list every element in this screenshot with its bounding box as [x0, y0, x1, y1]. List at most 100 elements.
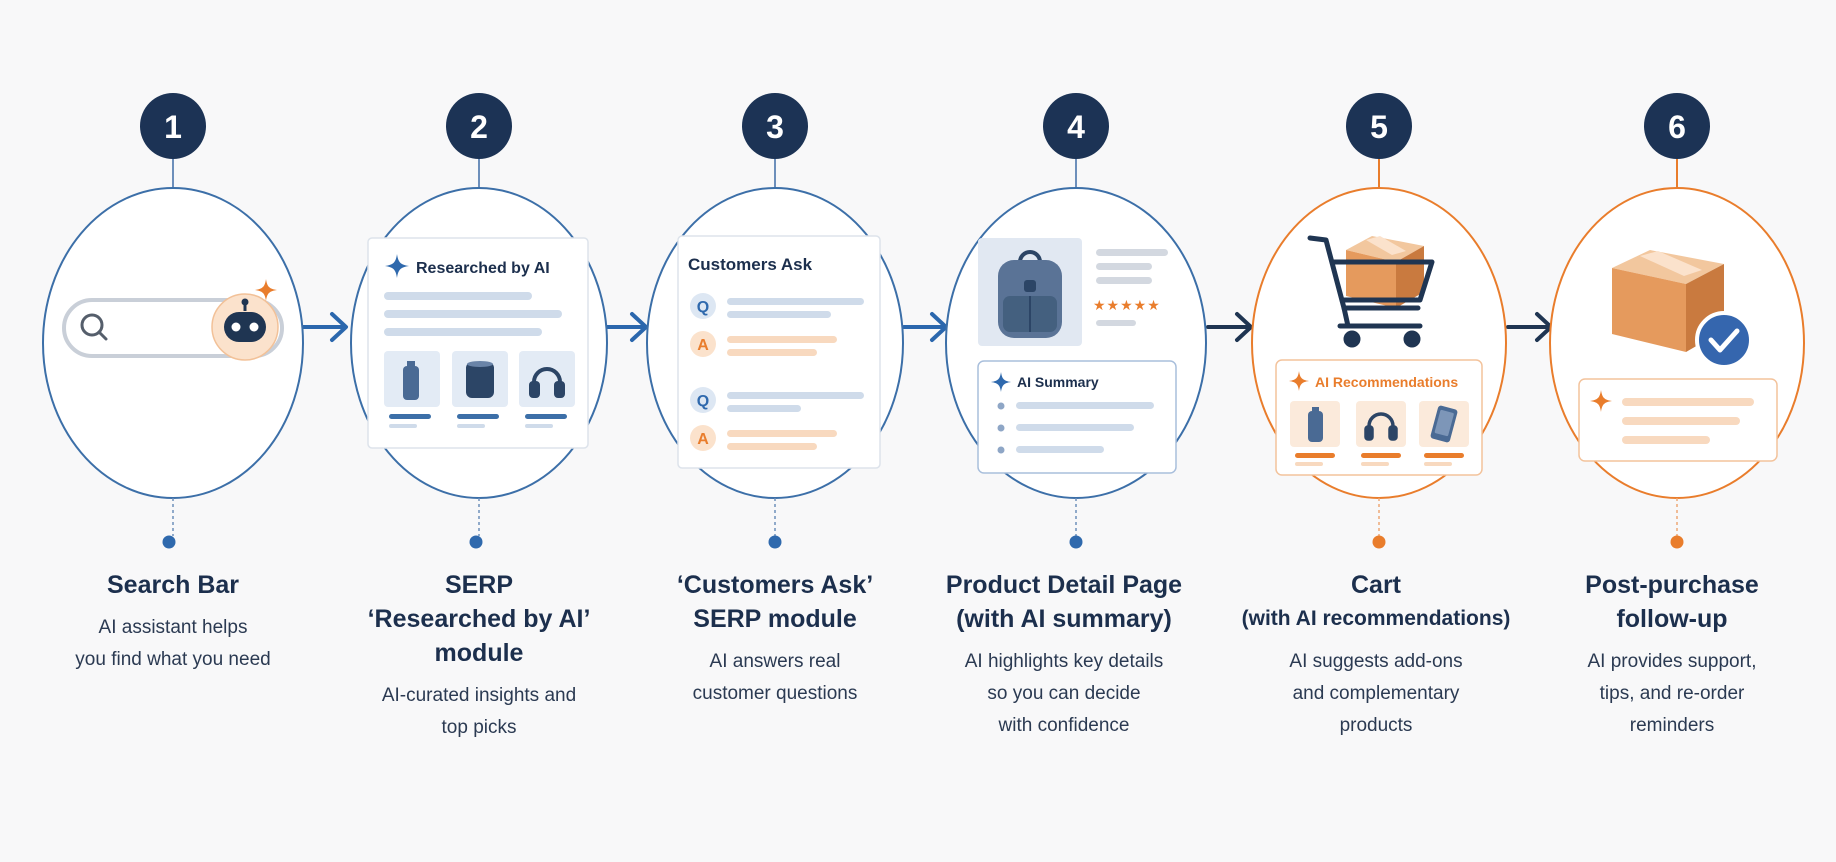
step-4-caption: Product Detail Page (with AI summary) AI…	[914, 568, 1214, 742]
step-number-badge	[1346, 93, 1412, 159]
description-line: top picks	[441, 717, 517, 738]
step-number-badge	[446, 93, 512, 159]
arrow-2-3	[602, 312, 648, 342]
step-title: Post-purchase follow-up	[1522, 568, 1822, 636]
step-description: AI assistant helps you find what you nee…	[23, 612, 323, 676]
checkmark-icon	[1695, 311, 1753, 369]
customers-ask-card: Customers Ask Q A Q A	[677, 235, 881, 469]
step-number-badge	[1644, 93, 1710, 159]
step-title-line: follow-up	[1616, 605, 1728, 633]
box-icon	[1346, 236, 1424, 308]
step-title: ‘Customers Ask’ SERP module	[625, 568, 925, 636]
description-line: and complementary	[1292, 683, 1460, 704]
step-number-badge	[742, 93, 808, 159]
step-number: 3	[766, 109, 784, 145]
description-line: reminders	[1629, 715, 1715, 736]
step-number: 2	[470, 109, 488, 145]
description-line: AI answers real	[709, 651, 841, 672]
step-2-caption: SERP ‘Researched by AI’ module AI-curate…	[329, 568, 629, 744]
description-line: customer questions	[692, 683, 858, 704]
description-line: with confidence	[998, 715, 1130, 736]
description-line: AI assistant helps	[98, 617, 248, 638]
module-label: Customers Ask	[688, 255, 813, 274]
step-number: 5	[1370, 109, 1388, 145]
headphones-icon	[1364, 412, 1398, 441]
step-title: SERP ‘Researched by AI’ module	[329, 568, 629, 670]
step-6: 6	[1549, 93, 1805, 549]
step-2: 2 Researched by AI	[350, 93, 608, 549]
step-5: 5 AI Recommendations	[1251, 93, 1507, 549]
step-3-caption: ‘Customers Ask’ SERP module AI answers r…	[625, 568, 925, 710]
timeline-dot	[768, 535, 782, 549]
step-number-badge	[140, 93, 206, 159]
headphones-icon	[529, 367, 565, 398]
step-number: 1	[164, 109, 182, 145]
q-badge: Q	[697, 393, 709, 410]
arrow-4-5	[1206, 312, 1253, 342]
description-line: products	[1339, 715, 1413, 736]
description-line: so you can decide	[987, 683, 1141, 704]
step-number-badge	[1043, 93, 1109, 159]
description-line: AI suggests add-ons	[1289, 651, 1463, 672]
step-title: Product Detail Page (with AI summary)	[914, 568, 1214, 636]
arrow-3-4	[902, 312, 948, 342]
q-badge: Q	[697, 299, 709, 316]
step-description: AI answers real customer questions	[625, 646, 925, 710]
step-description: AI-curated insights and top picks	[329, 680, 629, 744]
timeline-dot	[469, 535, 483, 549]
step-title-line: ‘Researched by AI’	[367, 605, 591, 633]
timeline-dot	[1670, 535, 1684, 549]
step-title-line: module	[434, 639, 524, 667]
step-number: 6	[1668, 109, 1686, 145]
step-description: AI provides support, tips, and re-order …	[1522, 646, 1822, 742]
description-line: tips, and re-order	[1599, 683, 1745, 704]
step-1: 1	[42, 93, 304, 549]
timeline-dot	[1069, 535, 1083, 549]
step-6-caption: Post-purchase follow-up AI provides supp…	[1522, 568, 1822, 742]
bottle-icon	[1308, 407, 1323, 442]
description-line: AI highlights key details	[964, 651, 1164, 672]
step-title-line: Search Bar	[106, 571, 240, 599]
description-line: you find what you need	[75, 649, 271, 670]
arrow-5-6	[1506, 312, 1553, 342]
robot-icon	[224, 298, 266, 342]
module-label: AI Summary	[1017, 374, 1099, 390]
step-description: AI highlights key details so you can dec…	[914, 646, 1214, 742]
step-title: Search Bar	[23, 568, 323, 602]
step-4: 4 ★★★★★ AI Summary	[945, 93, 1207, 549]
step-title: Cart (with AI recommendations)	[1226, 568, 1526, 636]
timeline-dot	[1372, 535, 1386, 549]
step-title-line: SERP	[444, 571, 514, 599]
speaker-icon	[466, 361, 494, 398]
cart-icon	[1307, 235, 1435, 348]
step-description: AI suggests add-ons and complementary pr…	[1226, 646, 1526, 742]
module-label: AI Recommendations	[1315, 374, 1458, 390]
step-number: 4	[1067, 109, 1085, 145]
phone-icon	[1430, 405, 1458, 443]
bottle-icon	[403, 361, 419, 400]
post-purchase-illustration	[1578, 250, 1778, 462]
timeline-dot	[162, 535, 176, 549]
cart-illustration: AI Recommendations	[1275, 235, 1483, 476]
step-5-caption: Cart (with AI recommendations) AI sugges…	[1226, 568, 1526, 742]
rating-stars: ★★★★★	[1093, 297, 1161, 313]
step-title-line: SERP module	[693, 605, 857, 633]
step-title-line: Product Detail Page	[945, 571, 1183, 599]
a-badge: A	[697, 337, 709, 354]
description-line: AI provides support,	[1587, 651, 1757, 672]
step-1-caption: Search Bar AI assistant helps you find w…	[23, 568, 323, 676]
backpack-icon	[998, 250, 1062, 338]
step-title-line: (with AI summary)	[956, 605, 1172, 633]
product-detail-illustration: ★★★★★ AI Summary	[977, 238, 1177, 474]
step-title-line: (with AI recommendations)	[1241, 607, 1511, 630]
step-3: 3 Customers Ask Q A Q A	[646, 93, 904, 549]
search-bar-illustration	[62, 279, 284, 361]
search-icon	[80, 313, 108, 341]
researched-by-ai-card: Researched by AI	[367, 237, 589, 449]
step-title-line: ‘Customers Ask’	[676, 571, 874, 599]
description-line: AI-curated insights and	[381, 685, 577, 706]
step-title-line: Post-purchase	[1585, 571, 1759, 599]
a-badge: A	[697, 431, 709, 448]
